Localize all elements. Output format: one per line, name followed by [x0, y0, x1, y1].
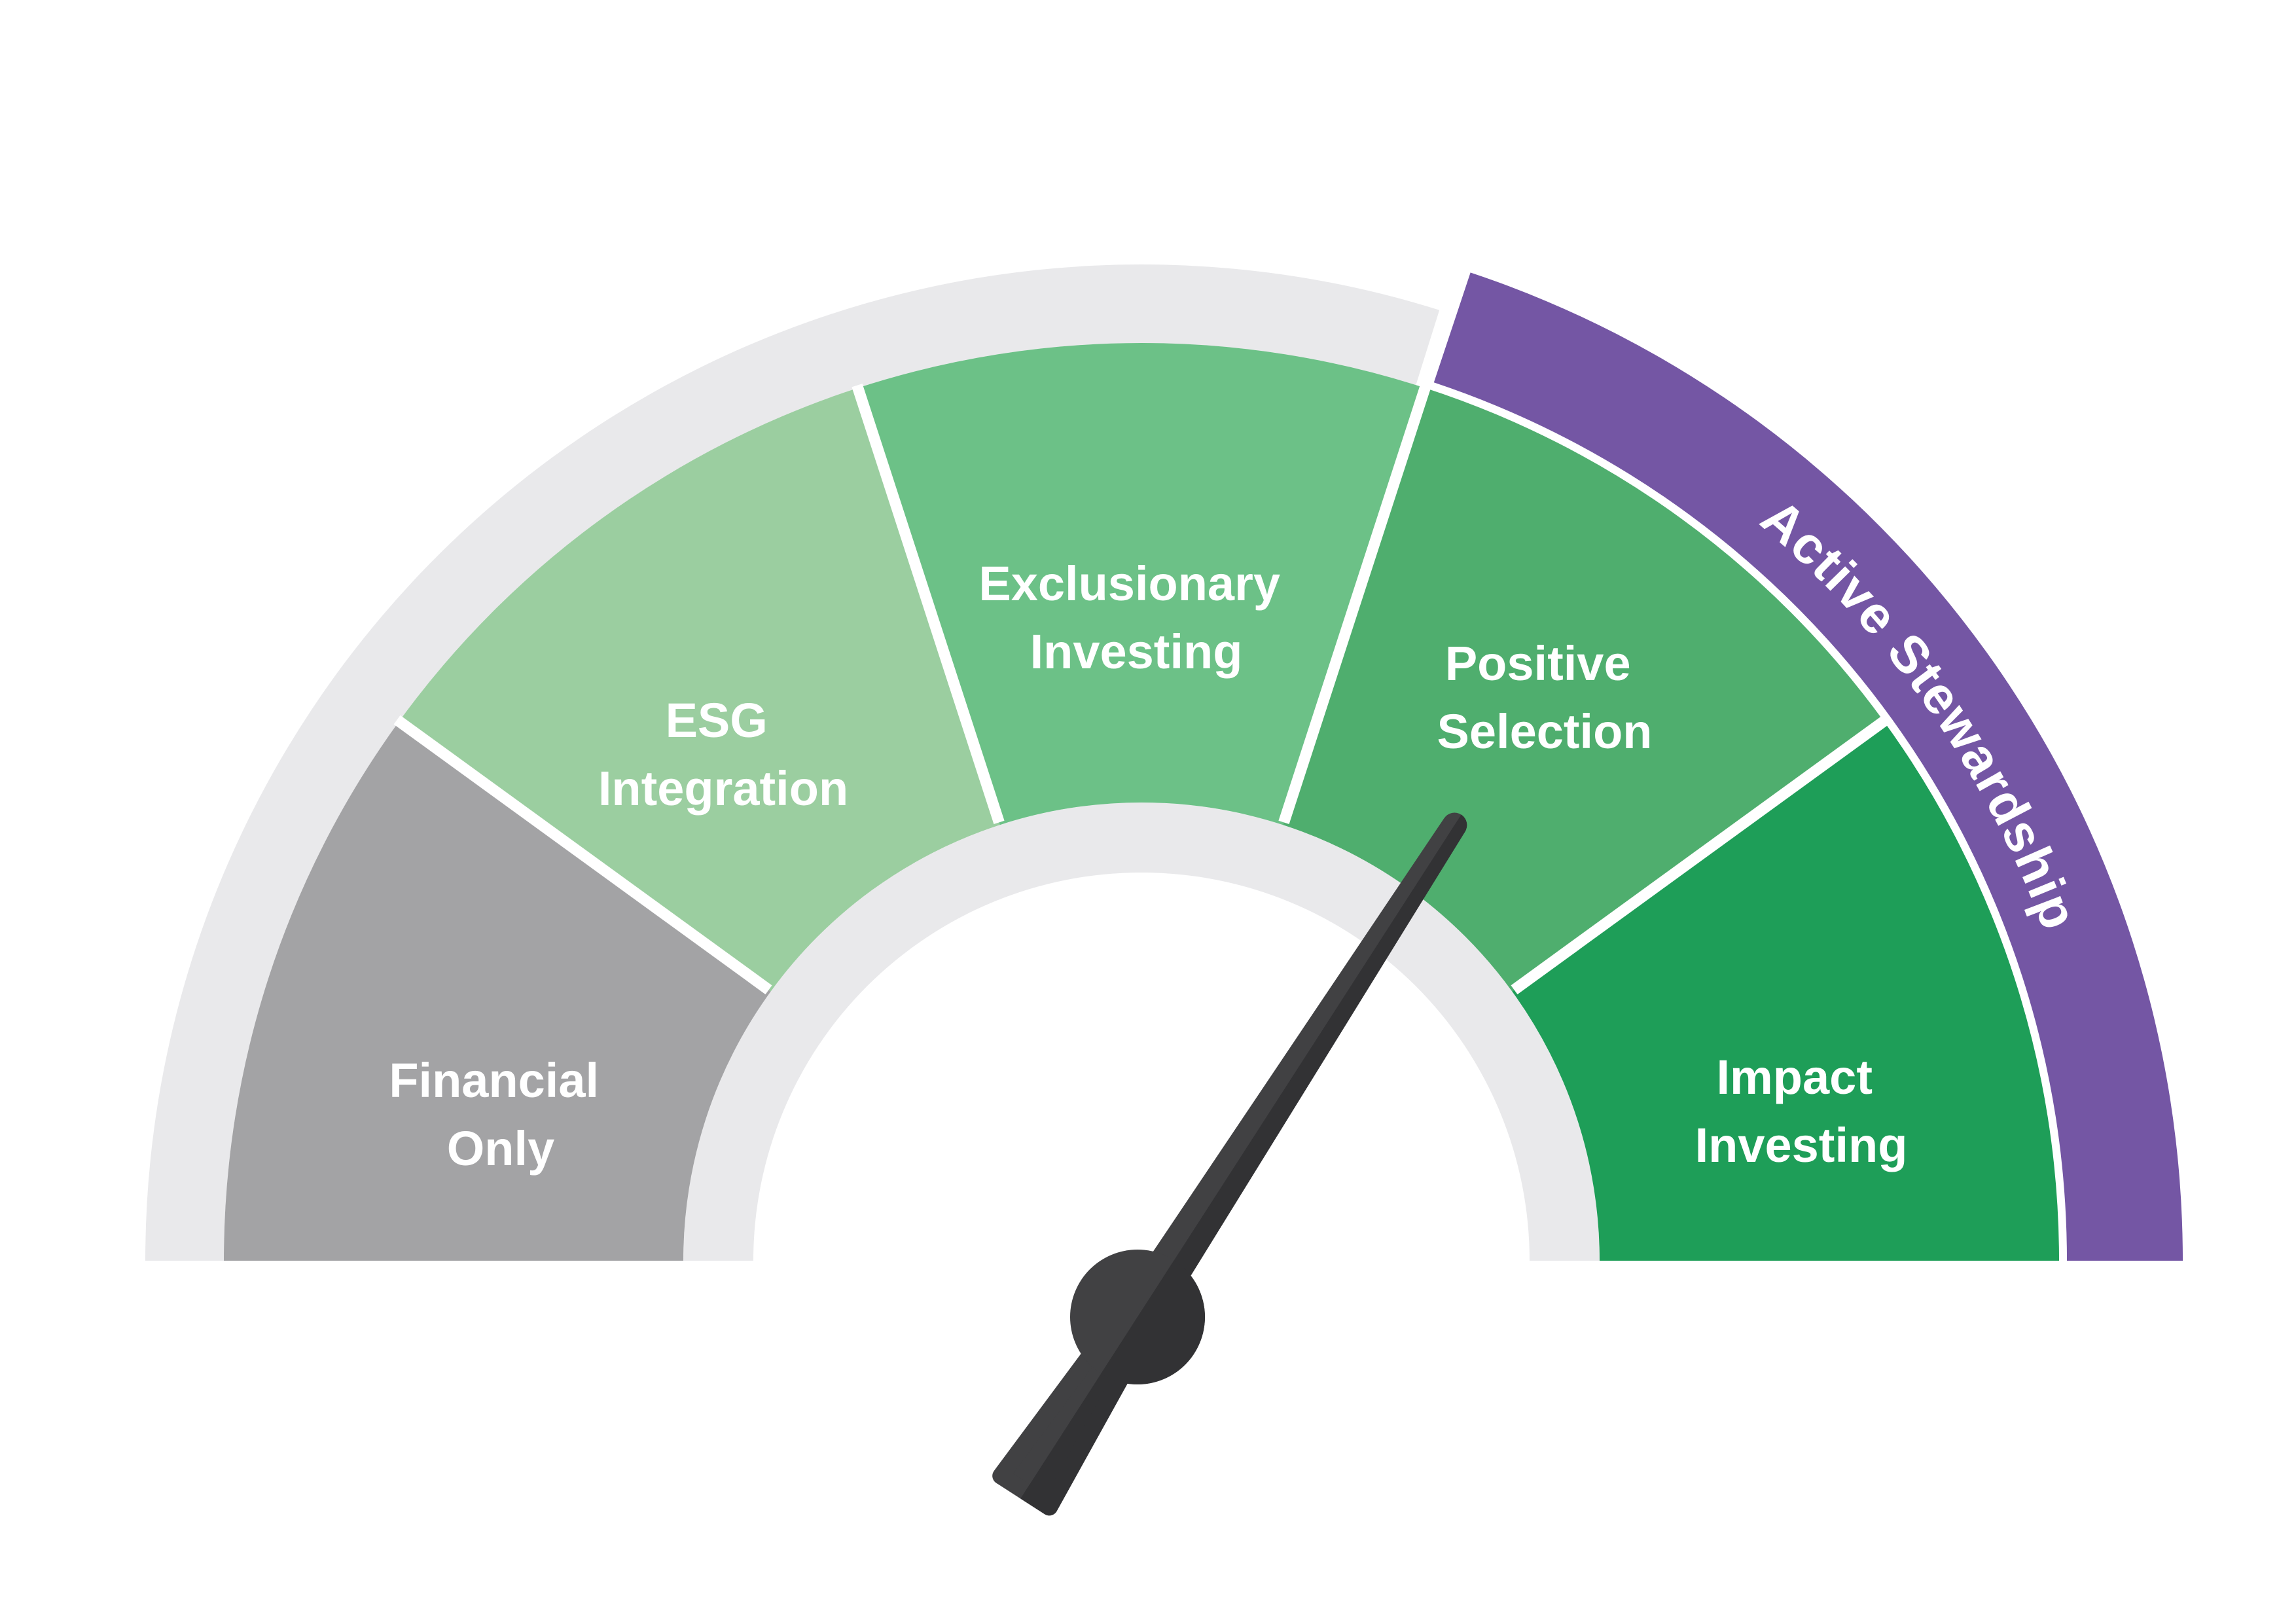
segment-separator	[852, 384, 1005, 825]
segment-impact-investing	[1512, 721, 2059, 1261]
segment-exclusionary-investing	[857, 342, 1426, 825]
active-stewardship-band	[1433, 272, 2183, 1261]
inner-ring	[683, 803, 1600, 1261]
label-exclusionary-investing: Exclusionary Investing	[978, 556, 1293, 679]
label-impact-investing: Impact Investing	[1695, 1050, 1908, 1172]
segment-esg-integration	[399, 388, 1000, 992]
label-financial-only: Financial Only	[389, 1053, 612, 1176]
segment-separators	[393, 384, 1890, 995]
segment-separator	[1511, 715, 1890, 995]
segment-separator	[393, 715, 772, 995]
needle	[992, 812, 1467, 1516]
segment-financial-only	[224, 721, 771, 1261]
segment-separator	[1278, 384, 1431, 825]
label-esg-integration: ESG Integration	[598, 693, 848, 816]
label-positive-selection: Positive Selection	[1437, 636, 1653, 759]
segment-labels: Financial Only ESG Integration Exclusion…	[389, 556, 1907, 1176]
